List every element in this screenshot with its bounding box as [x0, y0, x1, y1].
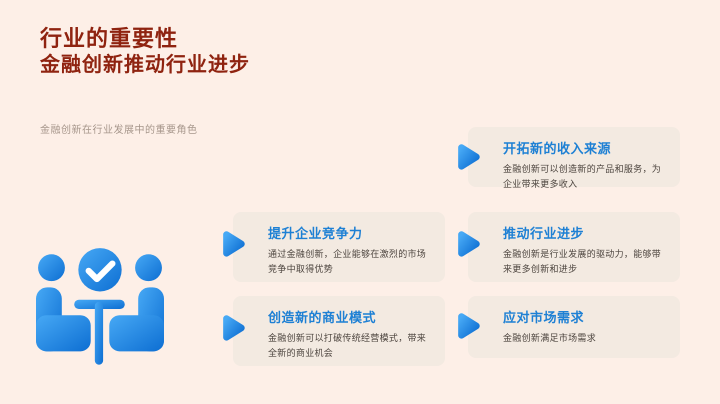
play-arrow-icon [453, 310, 483, 342]
title-line-2: 金融创新推动行业进步 [40, 54, 250, 77]
card-body: 金融创新是行业发展的驱动力，能够带来更多创新和进步 [503, 249, 662, 274]
card-competitiveness: 提升企业竞争力 通过金融创新，企业能够在激烈的市场竞争中取得优势 [223, 212, 445, 282]
slide-title: 行业的重要性 金融创新推动行业进步 [40, 26, 250, 78]
card-market-demand: 应对市场需求 金融创新满足市场需求 [458, 296, 680, 358]
play-arrow-icon [453, 228, 483, 260]
card-body: 金融创新满足市场需求 [503, 333, 597, 343]
play-arrow-icon [453, 141, 483, 173]
title-line-1: 行业的重要性 [40, 26, 179, 51]
card-business-model: 创造新的商业模式 金融创新可以打破传统经营模式，带来全新的商业机会 [223, 296, 445, 366]
card-title: 提升企业竞争力 [268, 226, 363, 241]
card-title: 创造新的商业模式 [268, 310, 377, 325]
card-title: 应对市场需求 [503, 310, 585, 325]
play-arrow-icon [218, 228, 248, 260]
card-body: 金融创新可以创造新的产品和服务，为企业带来更多收入 [503, 164, 662, 189]
slide-subtitle: 金融创新在行业发展中的重要角色 [40, 125, 198, 136]
card-title: 开拓新的收入来源 [503, 141, 612, 156]
card-new-revenue: 开拓新的收入来源 金融创新可以创造新的产品和服务，为企业带来更多收入 [458, 127, 680, 189]
meeting-approved-icon [36, 248, 164, 370]
card-body: 通过金融创新，企业能够在激烈的市场竞争中取得优势 [268, 249, 427, 274]
play-arrow-icon [218, 312, 248, 344]
card-industry-progress: 推动行业进步 金融创新是行业发展的驱动力，能够带来更多创新和进步 [458, 212, 680, 282]
card-title: 推动行业进步 [503, 226, 585, 241]
card-body: 金融创新可以打破传统经营模式，带来全新的商业机会 [268, 333, 427, 358]
